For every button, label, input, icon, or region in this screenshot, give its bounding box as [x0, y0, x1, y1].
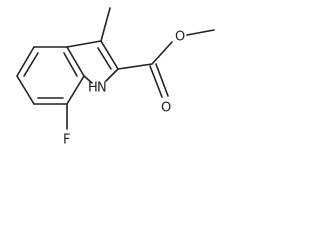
- atom-label-fluorine: F: [63, 133, 70, 148]
- double-bond-c7a-c3a-inner: [63, 52, 78, 77]
- bond-c3-c2: [100, 40, 119, 70]
- atom-label-carbonyl-oxygen: O: [161, 101, 171, 116]
- bond-c2-n1: [105, 68, 119, 82]
- double-bond-c3-c2-inner: [97, 47, 112, 70]
- double-bond-c4-c5-inner: [23, 52, 39, 77]
- atom-label-ester-oxygen: O: [175, 30, 185, 45]
- bond-c7-c7a: [66, 75, 85, 105]
- double-bond-carbonyl-o-left: [149, 65, 163, 98]
- bond-c2-carbonyl: [117, 63, 153, 70]
- bond-c5-c6: [16, 75, 35, 105]
- atom-label-nitrogen-h: H: [88, 81, 98, 96]
- bond-c4-c5: [16, 46, 35, 77]
- atom-label-nitrogen: N: [97, 81, 107, 96]
- bond-c7a-c3a: [66, 46, 85, 77]
- bond-ester-o-methyl: [186, 29, 215, 36]
- bond-carbonyl-ester-o: [151, 41, 173, 65]
- bond-c3-methyl: [100, 7, 111, 42]
- double-bond-carbonyl-o-right: [155, 63, 169, 97]
- bond-c3a-c3: [66, 40, 102, 48]
- molecule-structure: F H N O O: [16, 7, 215, 148]
- bond-n1-c7a: [83, 75, 93, 84]
